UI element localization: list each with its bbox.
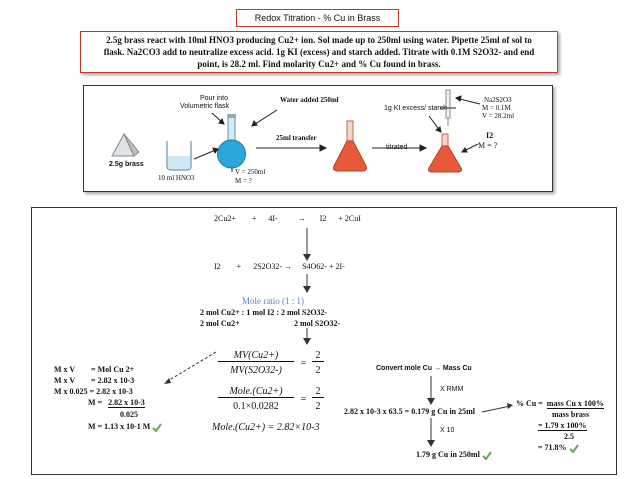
molarity-line-2-lhs: M x V	[54, 376, 76, 385]
brass-label: 2.5g brass	[109, 161, 144, 168]
orange-flask-icon	[333, 120, 367, 172]
eq1-arrow: →	[297, 214, 306, 223]
percent-arrow	[482, 403, 513, 413]
eq1-reactant-cu: 2Cu2+	[214, 214, 236, 223]
convert-xrmm: X RMM	[440, 386, 464, 393]
convert-result: 1.79 g Cu in 250ml	[416, 450, 480, 459]
mole-ratio-title: Mole ratio (1 : 1)	[242, 296, 304, 306]
equation-1: 2Cu2+ + 4I- → I2 + 2CuI	[214, 214, 361, 223]
percent-line-1: % Cu = mass Cu x 100%	[516, 399, 604, 409]
burette-icon	[440, 89, 456, 126]
eq2-arrow: →	[284, 262, 293, 271]
molarity-line-2: M x V = 2.82 x 10-3	[54, 376, 134, 385]
burette-volume-label: V = 28.2ml	[482, 112, 515, 120]
percent-line-1-lhs: % Cu =	[516, 399, 543, 408]
i2-label: I2	[486, 131, 494, 140]
molarity-line-4-lhs: M =	[88, 398, 103, 407]
brass-sample-icon	[111, 132, 140, 157]
molarity-result: M = 1.13 x 10-1 M	[88, 422, 151, 431]
ki-label: 1g KI excess/ starch	[384, 105, 448, 112]
eq2-product-iodide: 2I-	[335, 262, 345, 271]
burette-species-label: Na2S2O3	[484, 96, 512, 104]
fraction-1-rhs-numerator: 2	[312, 350, 324, 362]
calculation-panel: 2Cu2+ + 4I- → I2 + 2CuI I2 + 2S2O32- → S…	[31, 207, 617, 475]
mole-cu-result: Mole.(Cu2+) = 2.82×10-3	[212, 422, 320, 433]
check-icon	[152, 423, 163, 432]
fraction-1-equals: =	[300, 358, 307, 369]
page-title: Redox Titration - % Cu in Brass	[236, 9, 399, 27]
molarity-line-4: M = 2.82 x 10-3	[88, 398, 145, 408]
i2-molarity-label: M = ?	[478, 141, 498, 150]
check-icon	[482, 451, 492, 460]
eq2-plus-1: +	[236, 262, 242, 271]
page-title-text: Redox Titration - % Cu in Brass	[254, 13, 381, 23]
molarity-line-4-numerator: 2.82 x 10-3	[108, 398, 145, 408]
apparatus-drawing	[111, 89, 481, 173]
eq1-reactant-iodide: 4I-	[268, 214, 278, 223]
eq2-product-tetrathionate: S4O62-	[302, 262, 327, 271]
convert-down-arrow-2	[427, 418, 435, 447]
fraction-1-rhs-denominator: 2	[315, 365, 321, 376]
problem-line-1: 2.5g brass react with 10ml HNO3 producin…	[106, 35, 532, 45]
eq2-reactant-iodine: I2	[214, 262, 221, 271]
pour-label-1: Pour into	[199, 95, 229, 102]
fraction-2-denominator: 0.1×0.0282	[233, 401, 279, 412]
apparatus-diagram: 2.5g brass 10 ml HNO3 Pour into Volumetr…	[83, 85, 553, 192]
hno3-label: 10 ml HNO3	[158, 174, 195, 182]
burette-molarity-label: M = 0.1M	[482, 104, 511, 112]
ratio-down-arrow	[303, 328, 311, 345]
convert-title: Convert mole Cu → Mass Cu	[376, 365, 472, 372]
conical-flask-icon	[428, 133, 462, 173]
eq1-down-arrow	[303, 228, 311, 261]
percent-line-1-numerator: mass Cu x 100%	[546, 399, 604, 409]
molarity-line-2-rhs: = 2.82 x 10-3	[91, 376, 135, 385]
eq1-product-cui: 2CuI	[344, 214, 361, 223]
convert-x10: X 10	[440, 427, 455, 434]
percent-line-3: = 1.79 x 100%	[538, 421, 587, 431]
molarity-line-1-lhs: M x V	[54, 365, 76, 374]
fraction-2-numerator: Mole.(Cu2+)	[218, 386, 294, 398]
molarity-line-6: M = 1.13 x 10-1 M	[88, 422, 163, 432]
fraction-1-numerator: MV(Cu2+)	[218, 350, 294, 362]
eq1-plus-2: +	[338, 214, 343, 223]
check-icon	[568, 444, 579, 453]
convert-down-arrow-1	[427, 376, 435, 405]
eq1-plus-1: +	[251, 214, 257, 223]
molarity-line-1: M x V = Mol Cu 2+	[54, 365, 134, 374]
eq1-product-iodine: I2	[319, 214, 327, 223]
beaker-icon	[166, 141, 192, 171]
convert-calculation: 2.82 x 10-3 x 63.5 = 0.179 g Cu in 25ml	[344, 407, 476, 416]
molarity-line-1-rhs: = Mol Cu 2+	[91, 365, 135, 374]
molarity-line-5: 0.025	[120, 410, 138, 419]
flask-molarity-label: M = ?	[235, 177, 252, 185]
percent-line-5: = 71.8%	[538, 443, 579, 453]
eq2-down-arrow	[303, 274, 311, 293]
equation-2: I2 + 2S2O32- → S4O62- + 2I-	[214, 262, 345, 271]
fraction-2-rhs-denominator: 2	[315, 401, 321, 412]
transfer-label: 25ml transfer	[276, 134, 317, 142]
convert-result-line: 1.79 g Cu in 250ml	[416, 450, 492, 460]
mole-ratio-line-1: 2 mol Cu2+ : 1 mol I2 : 2 mol S2O32-	[200, 308, 328, 317]
pour-label-2: Volumetric flask	[180, 103, 230, 110]
percent-result: = 71.8%	[538, 443, 567, 452]
water-label: Water added 250ml	[280, 96, 339, 104]
eq2-plus-2: +	[328, 262, 334, 271]
fraction-1-denominator: MV(S2O32-)	[230, 365, 282, 376]
flow-arrows	[193, 95, 481, 172]
titrated-label: titrated	[386, 144, 408, 151]
dashed-arrow	[164, 351, 217, 384]
mole-ratio-line-2-left: 2 mol Cu2+	[200, 319, 240, 328]
percent-line-2: mass brass	[552, 410, 590, 419]
flask-volume-label: V = 250ml	[235, 168, 266, 176]
mole-ratio-line-2-right: 2 mol S2O32-	[294, 319, 341, 328]
fraction-2-rhs-numerator: 2	[312, 386, 324, 398]
problem-statement: 2.5g brass react with 10ml HNO3 producin…	[80, 31, 558, 73]
problem-line-3: point, is 28.2 ml. Find molarity Cu2+ an…	[197, 59, 441, 69]
fraction-2-equals: =	[300, 394, 307, 405]
eq2-reactant-thiosulfate: 2S2O32-	[253, 262, 283, 271]
problem-line-2: flask. Na2CO3 add to neutralize excess a…	[103, 47, 535, 57]
percent-line-4: 2.5	[564, 432, 574, 441]
molarity-line-3: M x 0.025 = 2.82 x 10-3	[54, 387, 133, 396]
